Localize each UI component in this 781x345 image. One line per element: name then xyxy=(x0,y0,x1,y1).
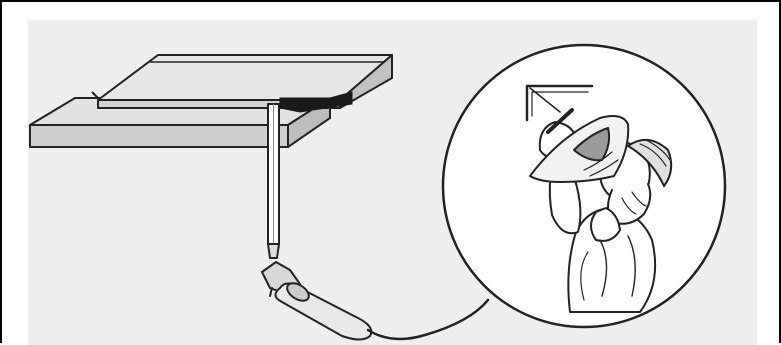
welder-detail-inset xyxy=(443,45,725,327)
electrode-stub xyxy=(268,244,279,258)
welding-cable xyxy=(368,300,488,339)
bottom-plate-front-face xyxy=(30,125,288,147)
